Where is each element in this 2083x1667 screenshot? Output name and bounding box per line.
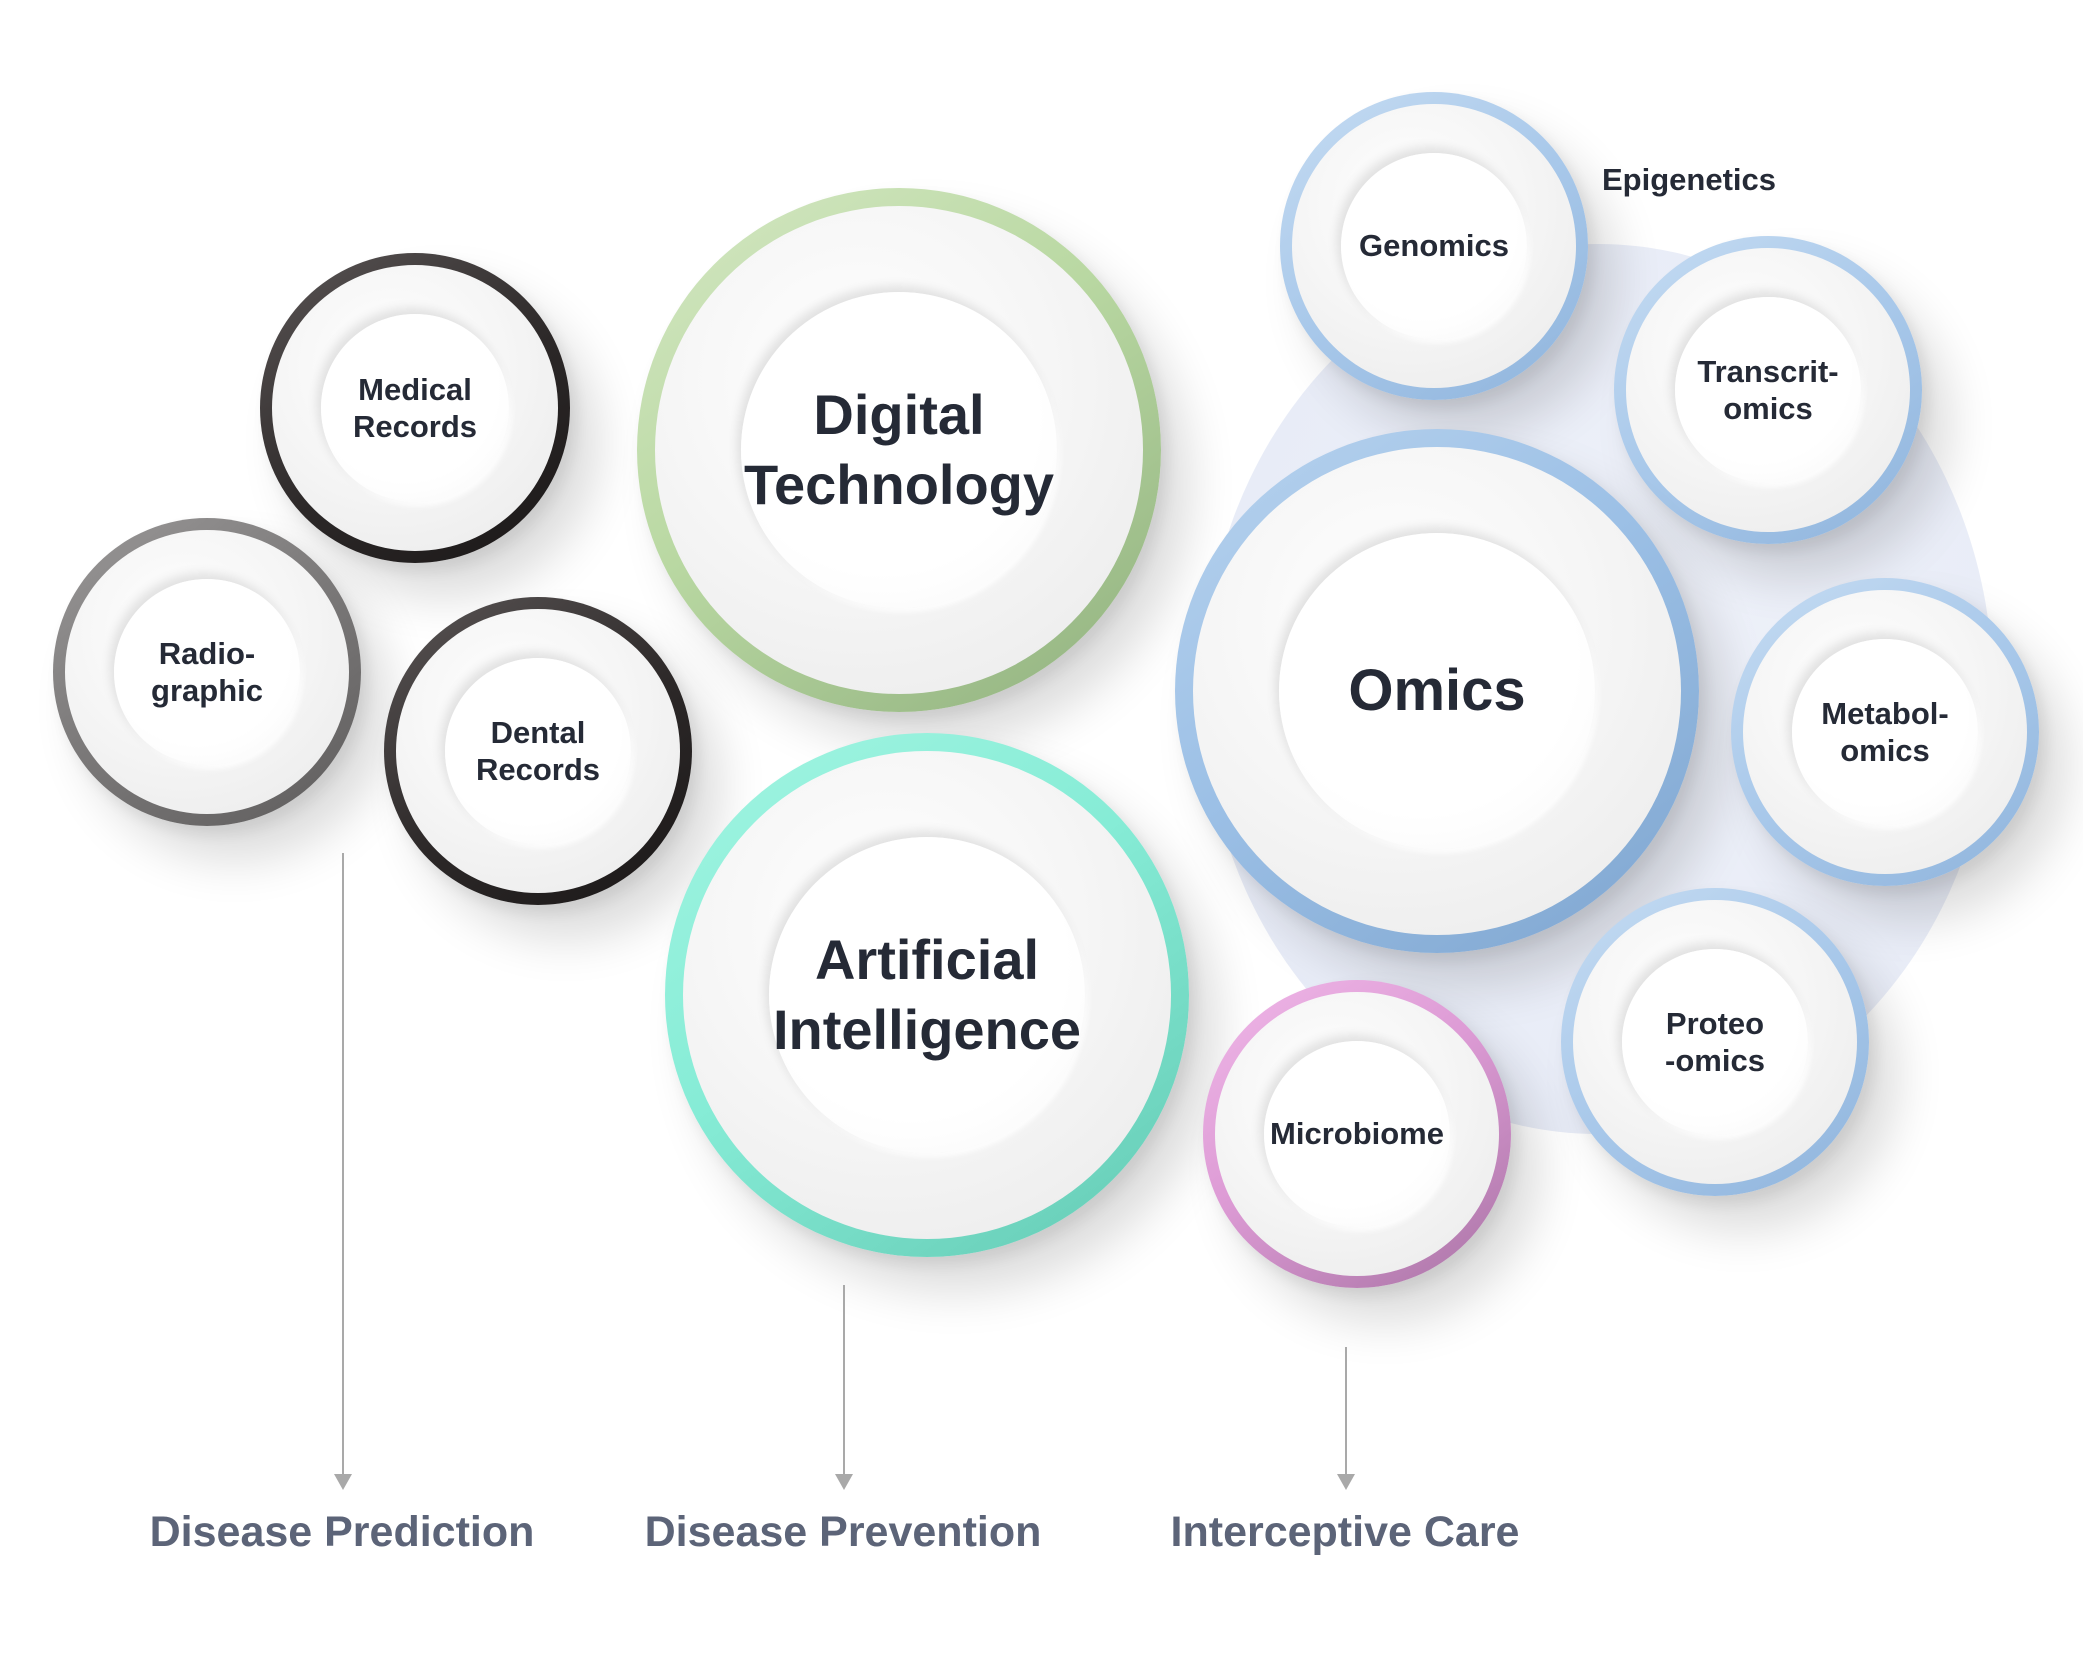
proteomics-label: Proteo -omics <box>1665 1005 1765 1078</box>
transcriptomics-node: Transcrit- omics <box>1614 236 1922 544</box>
genomics-label: Genomics <box>1359 228 1509 264</box>
transcriptomics-label: Transcrit- omics <box>1697 353 1839 426</box>
prediction-arrow-head <box>334 1474 352 1490</box>
metabolomics-node: Metabol- omics <box>1731 578 2039 886</box>
proteomics-node: Proteo -omics <box>1561 888 1869 1196</box>
artificial-intelligence-node: Artificial Intelligence <box>665 733 1189 1257</box>
interceptive-arrow-head <box>1337 1474 1355 1490</box>
omics-label: Omics <box>1348 658 1526 724</box>
microbiome-label: Microbiome <box>1270 1116 1444 1152</box>
medical-records-node: Medical Records <box>260 253 570 563</box>
interceptive-arrow-line <box>1345 1347 1347 1477</box>
prediction-arrow-line <box>342 853 344 1477</box>
metabolomics-label: Metabol- omics <box>1821 695 1949 768</box>
prevention-arrow-line <box>843 1285 845 1477</box>
dental-records-node: Dental Records <box>384 597 692 905</box>
omics-node: Omics <box>1175 429 1699 953</box>
disease-prediction-label: Disease Prediction <box>149 1508 535 1556</box>
microbiome-node: Microbiome <box>1203 980 1511 1288</box>
prevention-arrow-head <box>835 1474 853 1490</box>
digital-technology-node: Digital Technology <box>637 188 1161 712</box>
radiographic-node: Radio- graphic <box>53 518 361 826</box>
dental-records-label: Dental Records <box>475 714 601 787</box>
epigenetics-label: Epigenetics <box>1602 162 1776 197</box>
interceptive-care-label: Interceptive Care <box>1170 1508 1520 1556</box>
artificial-intelligence-label: Artificial Intelligence <box>772 928 1082 1061</box>
genomics-node: Genomics <box>1280 92 1588 400</box>
disease-prevention-label: Disease Prevention <box>644 1508 1042 1556</box>
radiographic-label: Radio- graphic <box>151 635 263 708</box>
medical-records-label: Medical Records <box>352 371 478 444</box>
digital-technology-label: Digital Technology <box>743 383 1055 516</box>
